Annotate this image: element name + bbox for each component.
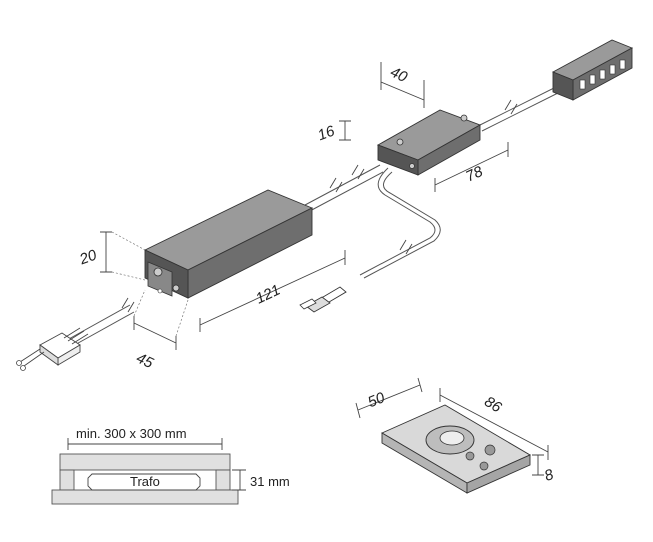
left-support [59,469,75,491]
trafo-label: Trafo [130,474,160,489]
button-icon [479,461,489,471]
led-driver [143,189,314,299]
dim-driver-height: 20 [76,246,99,268]
dim-remote-width: 50 [365,389,387,411]
cables [57,84,563,353]
screw-icon [409,163,415,169]
screw-icon [172,284,180,292]
clearance-label: min. 300 x 300 mm [76,426,187,441]
right-support [215,469,231,491]
height-label: 31 mm [250,474,290,489]
switch-box [376,109,482,176]
screw-icon [153,267,163,277]
dim-switch-width: 40 [388,64,411,87]
screw-icon [460,114,468,122]
remote-dimmer [381,404,531,494]
button-icon [465,451,475,461]
cable-connector [299,286,347,313]
screw-icon [396,138,404,146]
dim-switch-length: 78 [463,163,486,186]
dimension-lines [100,62,549,476]
dim-remote-height: 8 [542,466,556,485]
installation-diagram: min. 300 x 300 mm Trafo 31 mm [51,426,290,505]
distributor-box [551,39,634,101]
power-plug [16,327,89,371]
dim-driver-width: 45 [134,350,157,373]
top-panel [59,453,231,471]
trafo-outline [87,473,201,491]
dim-switch-height: 16 [315,122,337,144]
button-icon [484,444,496,456]
bottom-panel [51,489,239,505]
dim-remote-length: 86 [481,393,505,417]
dim-driver-length: 121 [253,281,283,307]
